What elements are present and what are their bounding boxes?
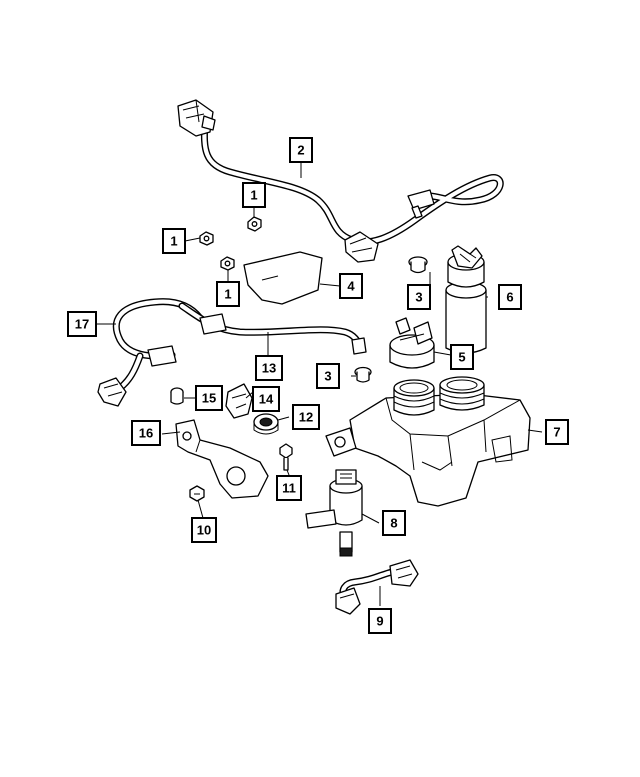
callout-label: 3 [415, 290, 422, 305]
callout-2: 2 [289, 137, 313, 163]
nut-left [199, 231, 214, 246]
callout-3-lower: 3 [316, 363, 340, 389]
mounting-bracket [175, 419, 269, 499]
callout-label: 15 [202, 391, 216, 406]
wiring-connector [335, 559, 419, 615]
grommet-upper [408, 256, 428, 274]
callout-9: 9 [368, 608, 392, 634]
nut-upper [247, 216, 262, 232]
nut-lower [220, 256, 235, 271]
level-sensor [389, 317, 435, 369]
callout-label: 16 [139, 426, 153, 441]
callout-8: 8 [382, 510, 406, 536]
callout-label: 7 [553, 425, 560, 440]
callout-label: 17 [75, 317, 89, 332]
callout-label: 8 [390, 516, 397, 531]
washer-reservoir [325, 376, 531, 507]
callout-label: 1 [224, 287, 231, 302]
callout-label: 3 [324, 369, 331, 384]
callout-label: 12 [299, 410, 313, 425]
callout-label: 6 [506, 290, 513, 305]
bolt-15 [170, 387, 184, 405]
callout-3-upper: 3 [407, 284, 431, 310]
callout-label: 1 [250, 188, 257, 203]
callout-13: 13 [255, 355, 283, 381]
grommet-12 [253, 413, 279, 435]
callout-7: 7 [545, 419, 569, 445]
screw-11 [279, 443, 293, 471]
grommet-lower [354, 366, 372, 383]
callout-label: 2 [297, 143, 304, 158]
clip-14 [225, 383, 253, 419]
callout-11: 11 [276, 475, 302, 501]
callout-12: 12 [292, 404, 320, 430]
callout-10: 10 [191, 517, 217, 543]
bolt-10 [189, 485, 205, 502]
callout-16: 16 [131, 420, 161, 446]
callout-17: 17 [67, 311, 97, 337]
callout-6: 6 [498, 284, 522, 310]
callout-label: 4 [347, 279, 355, 294]
washer-hose-middle [178, 302, 367, 355]
callout-15: 15 [195, 385, 223, 411]
callout-label: 5 [458, 350, 465, 365]
callout-label: 11 [282, 481, 296, 496]
callout-label: 9 [376, 614, 383, 629]
reservoir-shield [243, 251, 323, 305]
callout-1-lower: 1 [216, 281, 240, 307]
callout-label: 10 [197, 523, 211, 538]
washer-pump-filter [445, 245, 487, 354]
washer-hose-upper [177, 99, 504, 263]
callout-5: 5 [450, 344, 474, 370]
callout-label: 13 [262, 361, 276, 376]
callout-label: 1 [170, 234, 177, 249]
callout-label: 14 [259, 392, 274, 407]
washer-pump-motor [305, 469, 363, 557]
washer-hose-left [97, 298, 204, 407]
callout-1-left: 1 [162, 228, 186, 254]
callout-14: 14 [252, 386, 280, 412]
callout-1-upper: 1 [242, 182, 266, 208]
callout-4: 4 [339, 273, 363, 299]
